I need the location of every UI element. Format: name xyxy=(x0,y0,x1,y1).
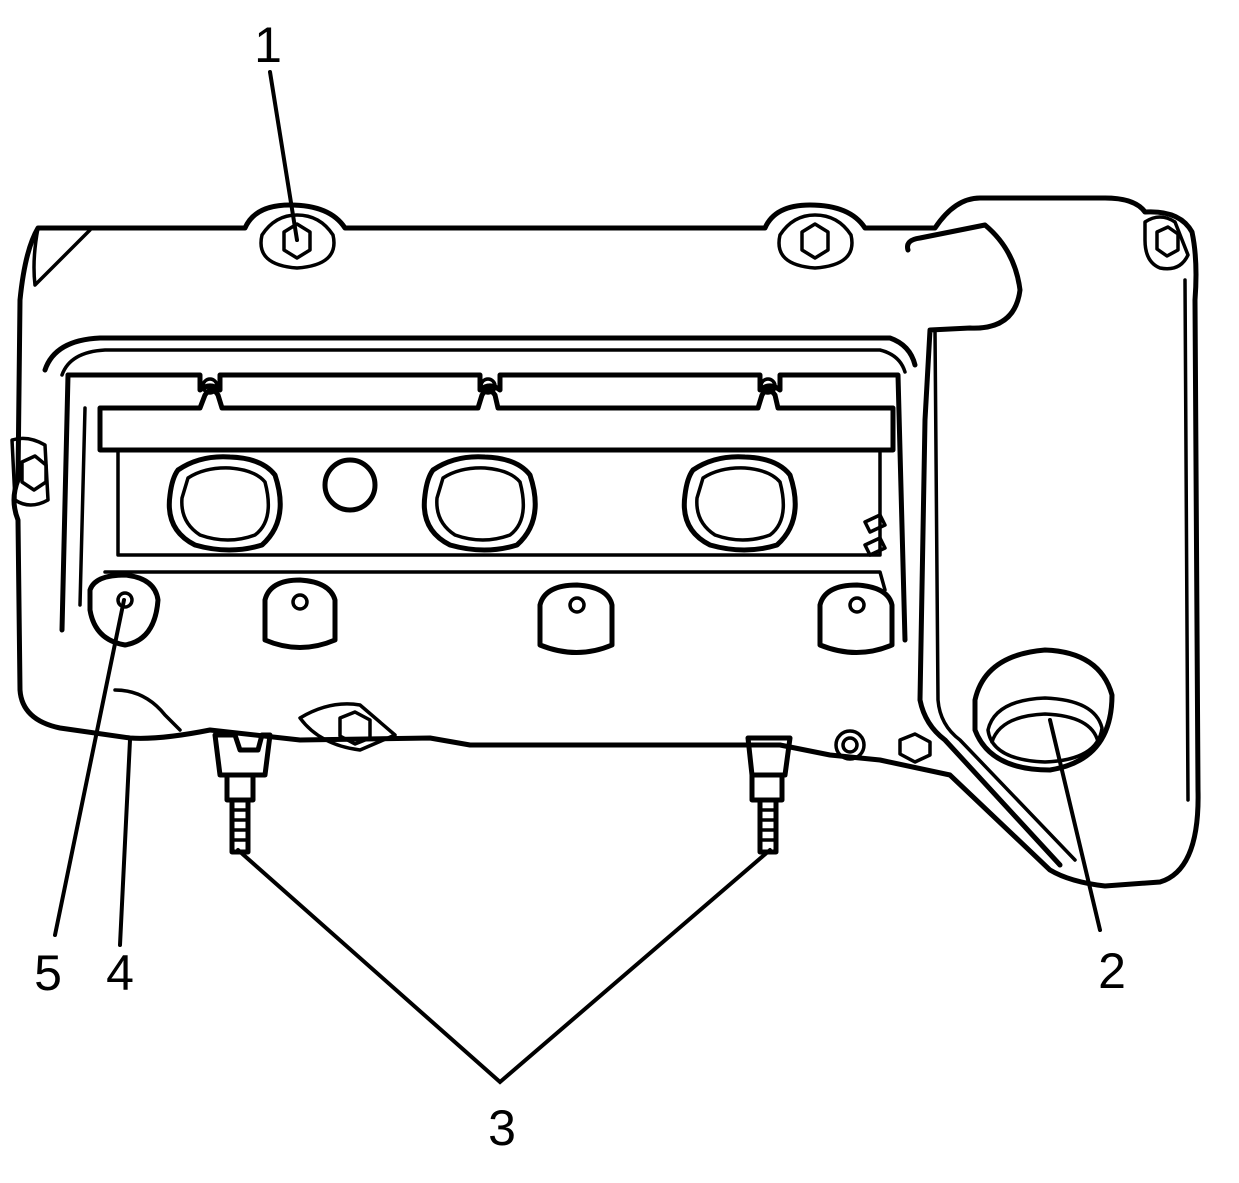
side-bolt xyxy=(10,436,50,507)
callout-5: 5 xyxy=(34,945,62,1001)
leader-1 xyxy=(268,70,299,242)
bottom-bolt-2 xyxy=(834,729,866,761)
callout-2: 2 xyxy=(1098,943,1126,999)
oil-fill-housing xyxy=(905,222,1063,868)
oil-fill-neck xyxy=(972,647,1115,773)
lower-left-contour xyxy=(113,688,182,732)
leader-4 xyxy=(118,738,132,947)
bottom-bolt-3 xyxy=(898,732,932,764)
callout-1: 1 xyxy=(254,17,282,73)
lower-boss-4 xyxy=(817,582,895,655)
spark-plug-opening-2 xyxy=(421,454,538,553)
lower-boss-3 xyxy=(537,582,615,655)
baffle-plate xyxy=(97,387,896,453)
recess-left-wall xyxy=(59,372,71,633)
recess-frame xyxy=(65,372,908,643)
callout-4: 4 xyxy=(106,945,134,1001)
lower-boss-1 xyxy=(87,572,161,648)
recess-upper-rim-inner xyxy=(60,348,907,377)
recess-upper-rim xyxy=(42,335,918,373)
top-bolt-3 xyxy=(1143,215,1190,271)
inner-plate xyxy=(116,448,882,557)
baffle-ear-3 xyxy=(759,377,777,395)
corner-ear xyxy=(32,226,92,287)
small-tab-1 xyxy=(863,513,887,534)
leader-5 xyxy=(53,598,126,937)
leader-2 xyxy=(1048,718,1102,932)
housing-right-edge xyxy=(1183,278,1190,802)
stud-left xyxy=(212,732,273,855)
leader-3 xyxy=(236,848,772,1085)
plug-hole xyxy=(322,457,378,513)
spark-plug-opening-1 xyxy=(166,454,283,553)
recess-inner-left xyxy=(78,406,87,607)
baffle-ear-2 xyxy=(479,377,497,395)
small-tab-2 xyxy=(863,536,887,557)
lower-boss-2 xyxy=(262,577,338,650)
baffle-ear-1 xyxy=(201,377,219,395)
inner-plate-lower xyxy=(103,570,887,592)
top-bolt-1 xyxy=(259,213,336,270)
cover-outline xyxy=(11,195,1201,889)
housing-inner-edge xyxy=(933,328,1077,862)
top-bolt-2 xyxy=(777,213,854,270)
bottom-bolt-1 xyxy=(298,702,397,752)
callout-3: 3 xyxy=(488,1100,516,1156)
stud-right xyxy=(745,735,793,855)
spark-plug-opening-3 xyxy=(681,454,798,553)
